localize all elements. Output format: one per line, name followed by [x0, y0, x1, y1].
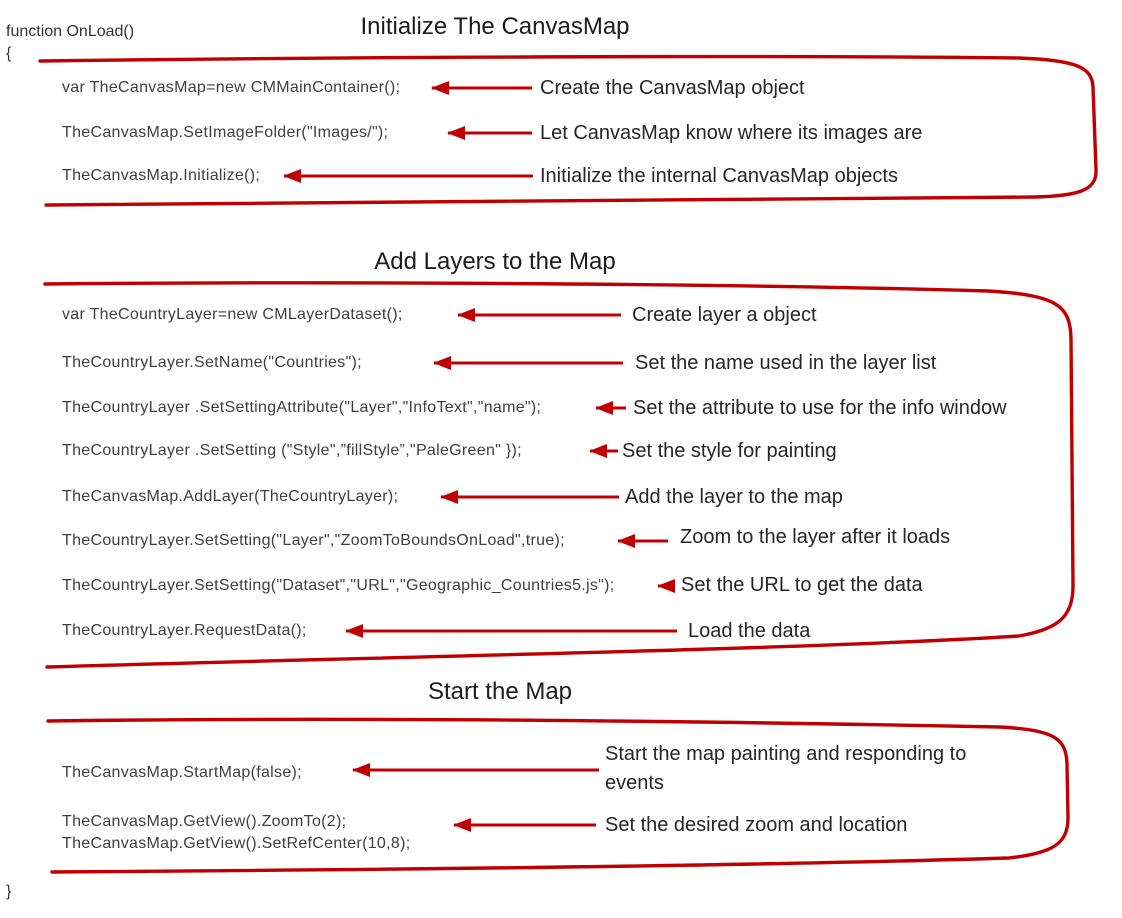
code-line: TheCountryLayer.SetSetting("Layer","Zoom… [62, 532, 565, 549]
code-line: TheCanvasMap.GetView().ZoomTo(2); [62, 813, 347, 830]
annotation: Set the desired zoom and location [605, 814, 908, 836]
code-line: TheCountryLayer.SetSetting("Dataset","UR… [62, 577, 615, 594]
annotation: Let CanvasMap know where its images are [540, 122, 923, 144]
code-line: TheCountryLayer .SetSettingAttribute("La… [62, 399, 542, 416]
section-title-initialize: Initialize The CanvasMap [360, 13, 630, 40]
annotation: Set the attribute to use for the info wi… [633, 397, 1007, 419]
section-title-add-layers: Add Layers to the Map [374, 248, 616, 275]
code-line: var TheCountryLayer=new CMLayerDataset()… [62, 306, 403, 323]
code-line: TheCountryLayer .SetSetting ("Style",”fi… [62, 442, 522, 459]
code-line: TheCanvasMap.GetView().SetRefCenter(10,8… [62, 835, 411, 852]
code-line: var TheCanvasMap=new CMMainContainer(); [62, 79, 401, 96]
add-layers-section-box [43, 281, 1075, 669]
code-line: TheCanvasMap.Initialize(); [62, 167, 261, 184]
close-brace: } [6, 883, 12, 900]
code-line: TheCanvasMap.SetImageFolder("Images/"); [62, 124, 389, 141]
code-line: TheCanvasMap.StartMap(false); [62, 764, 302, 781]
annotation: Set the style for painting [622, 440, 837, 462]
start-map-section-box [46, 717, 1070, 874]
annotation: Start the map painting and responding to… [605, 743, 967, 794]
annotation: Set the name used in the layer list [635, 352, 937, 374]
open-brace: { [6, 45, 12, 62]
annotation: Initialize the internal CanvasMap object… [540, 165, 898, 187]
annotation: Load the data [688, 620, 811, 642]
section-title-start-map: Start the Map [427, 678, 573, 705]
annotation: Create layer a object [632, 304, 817, 326]
annotation: Zoom to the layer after it loads [680, 526, 951, 548]
annotation: Add the layer to the map [625, 486, 843, 508]
annotation: Set the URL to get the data [681, 574, 923, 596]
code-line: TheCountryLayer.RequestData(); [62, 622, 307, 639]
code-line: TheCountryLayer.SetName("Countries"); [62, 354, 362, 371]
code-line: TheCanvasMap.AddLayer(TheCountryLayer); [62, 488, 399, 505]
initialize-section-box [38, 54, 1098, 207]
function-declaration: function OnLoad() [6, 23, 135, 40]
annotation: Create the CanvasMap object [540, 77, 805, 99]
